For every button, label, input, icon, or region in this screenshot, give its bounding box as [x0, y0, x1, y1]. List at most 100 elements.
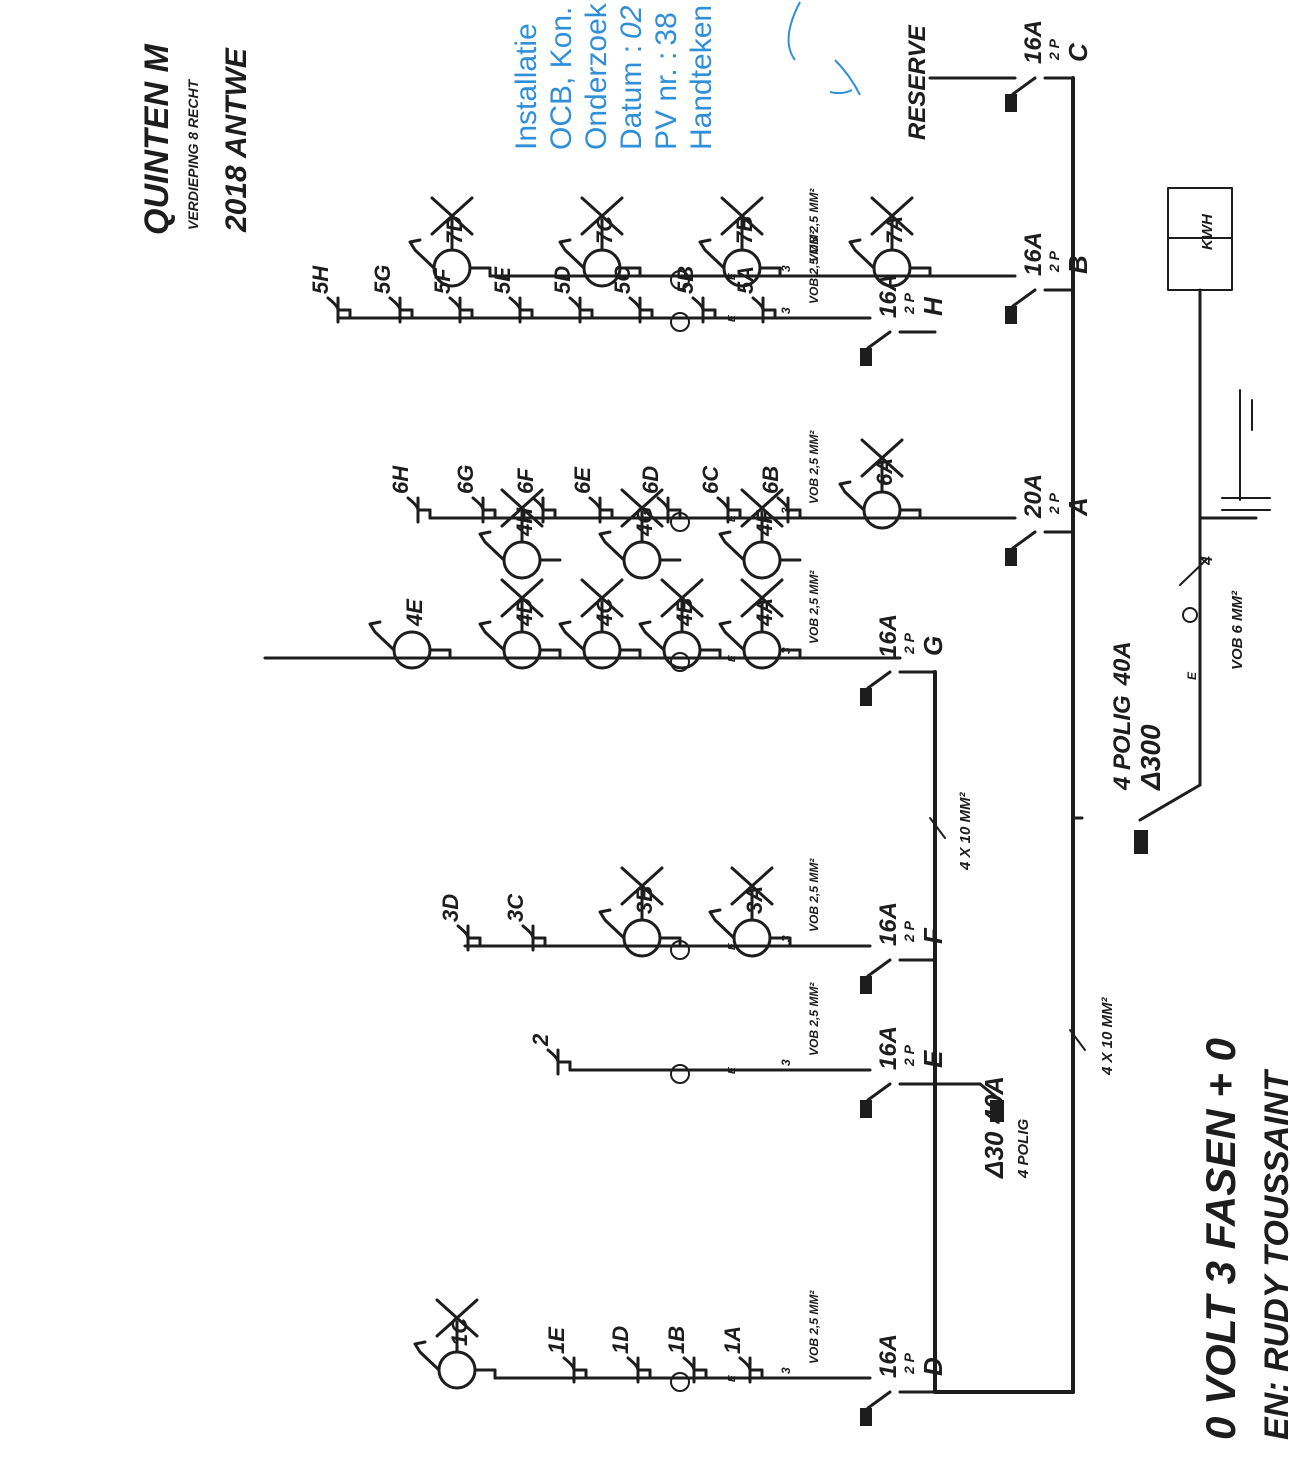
breaker-handle [1005, 548, 1017, 566]
switch-lever [558, 238, 586, 270]
supply-section: KWH E 4 VOB6 MM² 4 POLIG40A Δ300 0 VOLT … [1109, 187, 1290, 1440]
switch-lever [718, 530, 746, 562]
socket-icon [562, 1356, 576, 1384]
lamp-icon [730, 866, 774, 906]
socket-label: 1A [720, 1326, 745, 1354]
light-label: 7B [732, 216, 757, 244]
circuit-letter: D [918, 1357, 948, 1376]
socket-icon [508, 296, 522, 324]
supply-cable-tick [1179, 559, 1207, 586]
breaker-contact [866, 958, 892, 978]
lamp-icon [620, 488, 664, 528]
switch-icon [392, 630, 432, 670]
light-label: 6A [872, 458, 897, 486]
cable-spec: VOB 2,5 MM² [807, 858, 821, 932]
breaker-contact [1011, 288, 1037, 308]
breaker-contact [1011, 76, 1037, 96]
switch-icon [437, 1350, 477, 1390]
main-breaker-handle [1134, 830, 1148, 854]
lamp-icon [740, 488, 784, 528]
lamp-icon [720, 196, 764, 236]
socket-icon [531, 496, 545, 524]
lamp-icon [660, 578, 704, 618]
switch-icon [622, 918, 662, 958]
breaker-contact [866, 330, 892, 350]
main-breaker-poles: 4 POLIG40A [1109, 641, 1136, 791]
socket-label: 5H [308, 265, 333, 294]
socket-label: 3C [503, 893, 528, 922]
socket-label: 1B [664, 1326, 689, 1354]
circuit-letter: A [1063, 497, 1093, 517]
socket-label: 6B [758, 466, 783, 494]
sub-rcd-poles: 4 POLIG [1015, 1118, 1032, 1179]
feeder-tick-upper [929, 817, 946, 839]
address-line: VERDIEPING 8 RECHT [185, 78, 201, 230]
cable-spec: VOB 2,5 MM² [807, 982, 821, 1056]
socket-icon [388, 296, 402, 324]
light-label: 3B [632, 886, 657, 914]
ground-mark: E [727, 1375, 738, 1382]
light-label: 4B [672, 598, 697, 627]
lamp-icon [870, 196, 914, 236]
switch-lever [368, 620, 396, 652]
switch-lever [838, 480, 866, 512]
main-breaker-poles-text: 4 POLIG [1109, 695, 1136, 791]
circuit-letter: G [918, 636, 948, 656]
inspection-stamp: Installatie OCB, Kon. Onderzoek Datum :0… [510, 1, 861, 150]
breaker-handle [860, 348, 872, 366]
kwh-meter-label: KWH [1199, 213, 1216, 250]
light-label: 4D [512, 598, 537, 627]
switch-icon [502, 540, 542, 580]
socket-icon [588, 496, 602, 524]
switch-lever [408, 238, 436, 270]
supply-neutral-mark [1182, 607, 1198, 623]
breaker-handle [860, 688, 872, 706]
socket-icon [628, 296, 642, 324]
sub-rcd-amps: 40A [979, 1076, 1009, 1125]
breaker-contact [1011, 530, 1037, 550]
socket-icon [406, 496, 420, 524]
switch-icon [742, 540, 782, 580]
supply-cable-spec: VOB6 MM² [1229, 590, 1246, 670]
breaker-handle [1005, 94, 1017, 112]
cable-count: 3 [779, 1367, 793, 1374]
stamp-date-label: Datum : [615, 45, 648, 150]
circuit-letter: E [918, 1050, 948, 1068]
lamp-icon [620, 866, 664, 906]
lamp-icon [580, 196, 624, 236]
neutral-mark [670, 1064, 690, 1084]
neutral-mark [670, 1372, 690, 1392]
breaker-handle [860, 1100, 872, 1118]
cable-spec: VOB 2,5 MM² [807, 570, 821, 644]
breaker-handle [860, 976, 872, 994]
socket-icon [326, 296, 340, 324]
stamp-signature [787, 1, 861, 96]
socket-label: 1E [544, 1326, 569, 1354]
ground-mark: E [727, 273, 738, 280]
light-label: 7C [592, 215, 617, 244]
lamp-icon [500, 488, 544, 528]
circuit-letter: C [1063, 42, 1093, 62]
socket-icon [448, 296, 462, 324]
cable-spec: VOB 2,5 MM² [807, 188, 821, 262]
stamp-line-3: Onderzoek [580, 2, 613, 150]
cable-count: 3 [779, 307, 793, 314]
cable-count: 3 [779, 1059, 793, 1066]
breaker-contact [866, 670, 892, 690]
sub-rcd-handle [990, 1100, 1004, 1122]
switch-lever [638, 620, 666, 652]
title-block: QUINTEN M VERDIEPING 8 RECHT 2018 ANTWE [138, 44, 253, 235]
switch-icon [742, 630, 782, 670]
socket-icon [716, 496, 730, 524]
socket-label: 6F [513, 468, 538, 494]
main-breaker-contact [1138, 783, 1202, 822]
light-label: 4H [512, 507, 537, 537]
